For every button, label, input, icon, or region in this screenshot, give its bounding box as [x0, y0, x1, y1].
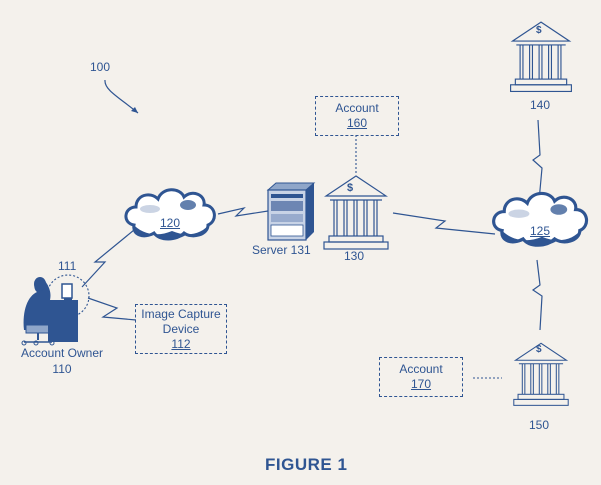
- figure-ref-label: 100: [90, 60, 110, 74]
- account-170-ref: 170: [380, 377, 462, 392]
- bank-140-label: 140: [530, 98, 550, 112]
- bank-130-icon: [324, 176, 388, 249]
- bank-130-label: 130: [344, 249, 364, 263]
- account-owner-icon: [22, 277, 78, 345]
- link-device-owner: [88, 298, 136, 320]
- link-bank140-network125: [533, 120, 542, 201]
- ref-arrow: [105, 80, 138, 113]
- link-owner-network120: [82, 230, 134, 287]
- image-capture-device-box: Image Capture Device 112: [135, 304, 227, 354]
- bank-130-dollar-icon: $: [347, 182, 353, 194]
- account-170-label: Account: [380, 362, 462, 377]
- link-network120-server: [218, 208, 268, 216]
- bank-140-dollar-icon: $: [536, 25, 542, 36]
- server-icon: [268, 183, 314, 240]
- image-capture-device-line1: Image Capture: [136, 307, 226, 322]
- server-label: Server 131: [252, 243, 311, 257]
- bank-150-label: 150: [529, 418, 549, 432]
- account-owner-label: Account Owner: [14, 346, 110, 360]
- figure-caption: FIGURE 1: [265, 455, 347, 475]
- network-120-cloud-icon: [126, 190, 214, 240]
- bank-150-dollar-icon: $: [536, 344, 542, 355]
- link-network125-bank150: [533, 260, 542, 330]
- image-capture-device-ref: 112: [136, 337, 226, 352]
- device-ref-label: 111: [58, 259, 76, 273]
- account-owner-ref: 110: [14, 362, 110, 376]
- account-160-label: Account: [316, 101, 398, 116]
- account-160-box: Account 160: [315, 96, 399, 136]
- account-170-box: Account 170: [379, 357, 463, 397]
- account-160-ref: 160: [316, 116, 398, 131]
- link-bank130-network125: [393, 213, 495, 234]
- network-125-label: 125: [530, 224, 550, 238]
- network-120-label: 120: [160, 216, 180, 230]
- image-capture-device-line2: Device: [136, 322, 226, 337]
